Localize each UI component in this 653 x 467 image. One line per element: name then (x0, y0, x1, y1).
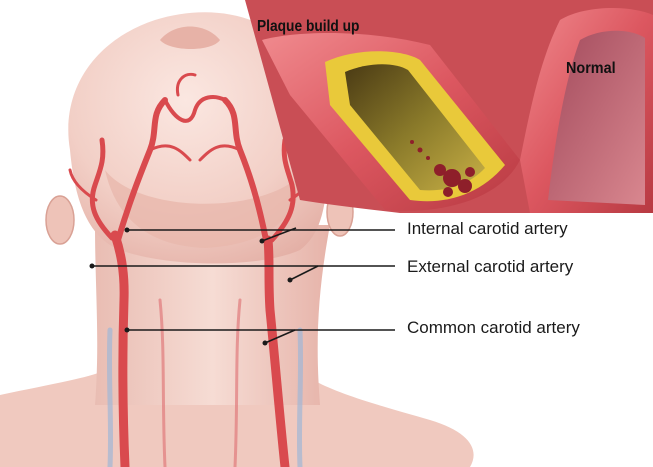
normal-artery-label: Normal (566, 60, 616, 78)
left-ear (46, 196, 74, 244)
plaque-build-up-label: Plaque build up (257, 18, 359, 36)
external-carotid-label: External carotid artery (407, 257, 573, 277)
common-carotid-label: Common carotid artery (407, 318, 580, 338)
internal-carotid-label: Internal carotid artery (407, 219, 568, 239)
